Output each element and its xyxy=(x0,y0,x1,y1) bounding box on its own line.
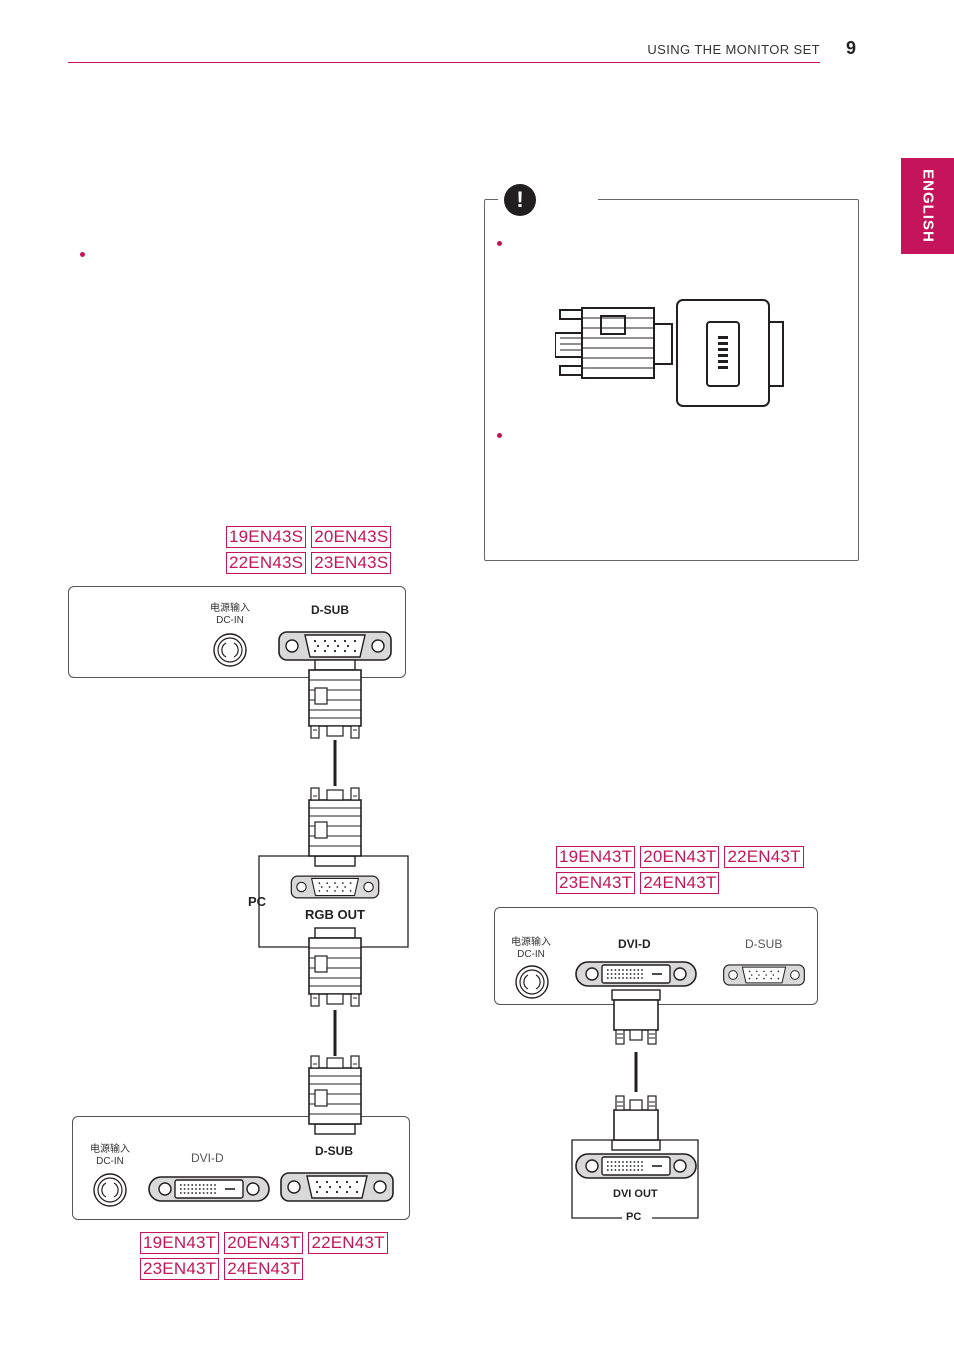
dsub-port-label: D-SUB xyxy=(311,603,349,617)
dc-in-label-cn: 电源输入 xyxy=(90,1144,130,1155)
model-badge: 23EN43S xyxy=(311,552,392,574)
model-badge: 19EN43T xyxy=(556,846,636,868)
pc-label: PC xyxy=(626,1211,642,1223)
dsub-port-label: D-SUB xyxy=(745,937,783,951)
model-badge: 24EN43T xyxy=(640,872,720,894)
power-jack-icon xyxy=(213,633,247,667)
dc-in-label: DC-IN xyxy=(216,615,244,626)
dc-in-label: DC-IN xyxy=(517,949,545,960)
bullet-marker xyxy=(80,252,85,257)
model-badge: 22EN43T xyxy=(308,1232,388,1254)
model-badge: 22EN43S xyxy=(226,552,307,574)
power-jack-icon xyxy=(515,965,549,999)
dsub-port-icon xyxy=(278,631,392,661)
dsub-plug-icon xyxy=(308,787,362,867)
dvi-port-icon xyxy=(575,961,697,987)
rgb-out-label: RGB OUT xyxy=(305,907,365,922)
dvid-port-label: DVI-D xyxy=(618,937,651,951)
dsub-plug-icon xyxy=(308,659,362,739)
dc-in-label-cn: 电源输入 xyxy=(210,603,250,614)
page-number: 9 xyxy=(846,38,857,58)
dvi-out-label: DVI OUT xyxy=(613,1188,658,1200)
page-section-title: USING THE MONITOR SET xyxy=(647,42,820,57)
dsub-port-icon xyxy=(723,964,805,986)
dvid-port-label: DVI-D xyxy=(191,1151,224,1165)
model-badge: 23EN43T xyxy=(140,1258,220,1280)
dsub-plug-icon xyxy=(308,1055,362,1135)
model-badge: 24EN43T xyxy=(224,1258,304,1280)
model-badge: 22EN43T xyxy=(724,846,804,868)
dvi-out-port-icon xyxy=(575,1153,697,1179)
note-box xyxy=(484,199,859,561)
dvi-port-icon xyxy=(148,1176,270,1202)
dc-in-label: DC-IN xyxy=(96,1156,124,1167)
dc-in-label-cn: 电源输入 xyxy=(511,937,551,948)
model-list-t-bottom: 19EN43T 20EN43T 22EN43T 23EN43T 24EN43T xyxy=(140,1232,412,1280)
dsub-port-label: D-SUB xyxy=(315,1144,353,1158)
model-list-s: 19EN43S 20EN43S 22EN43S 23EN43S xyxy=(226,526,408,574)
rgb-out-port-icon xyxy=(290,875,380,899)
dsub-dvi-adapter-illustration xyxy=(555,299,784,407)
model-badge: 20EN43S xyxy=(311,526,392,548)
dsub-port-icon xyxy=(280,1172,394,1202)
note-bullet-1 xyxy=(497,241,502,246)
model-badge: 19EN43T xyxy=(140,1232,220,1254)
note-bullet-2 xyxy=(497,433,502,438)
model-badge: 19EN43S xyxy=(226,526,307,548)
dvi-plug-icon xyxy=(611,989,661,1045)
power-jack-icon xyxy=(93,1173,127,1207)
dsub-plug-icon xyxy=(308,927,362,1007)
model-badge: 20EN43T xyxy=(640,846,720,868)
pc-box xyxy=(571,1139,699,1219)
monitor-panel-t xyxy=(494,907,818,1005)
model-list-t: 19EN43T 20EN43T 22EN43T 23EN43T 24EN43T xyxy=(556,846,826,894)
model-badge: 20EN43T xyxy=(224,1232,304,1254)
pc-label: PC xyxy=(248,894,267,909)
dvi-plug-icon xyxy=(611,1095,661,1151)
note-icon: ! xyxy=(504,184,536,216)
model-badge: 23EN43T xyxy=(556,872,636,894)
header-divider xyxy=(68,62,820,63)
language-tab[interactable]: ENGLISH xyxy=(901,158,954,254)
pc-bracket xyxy=(258,855,409,948)
